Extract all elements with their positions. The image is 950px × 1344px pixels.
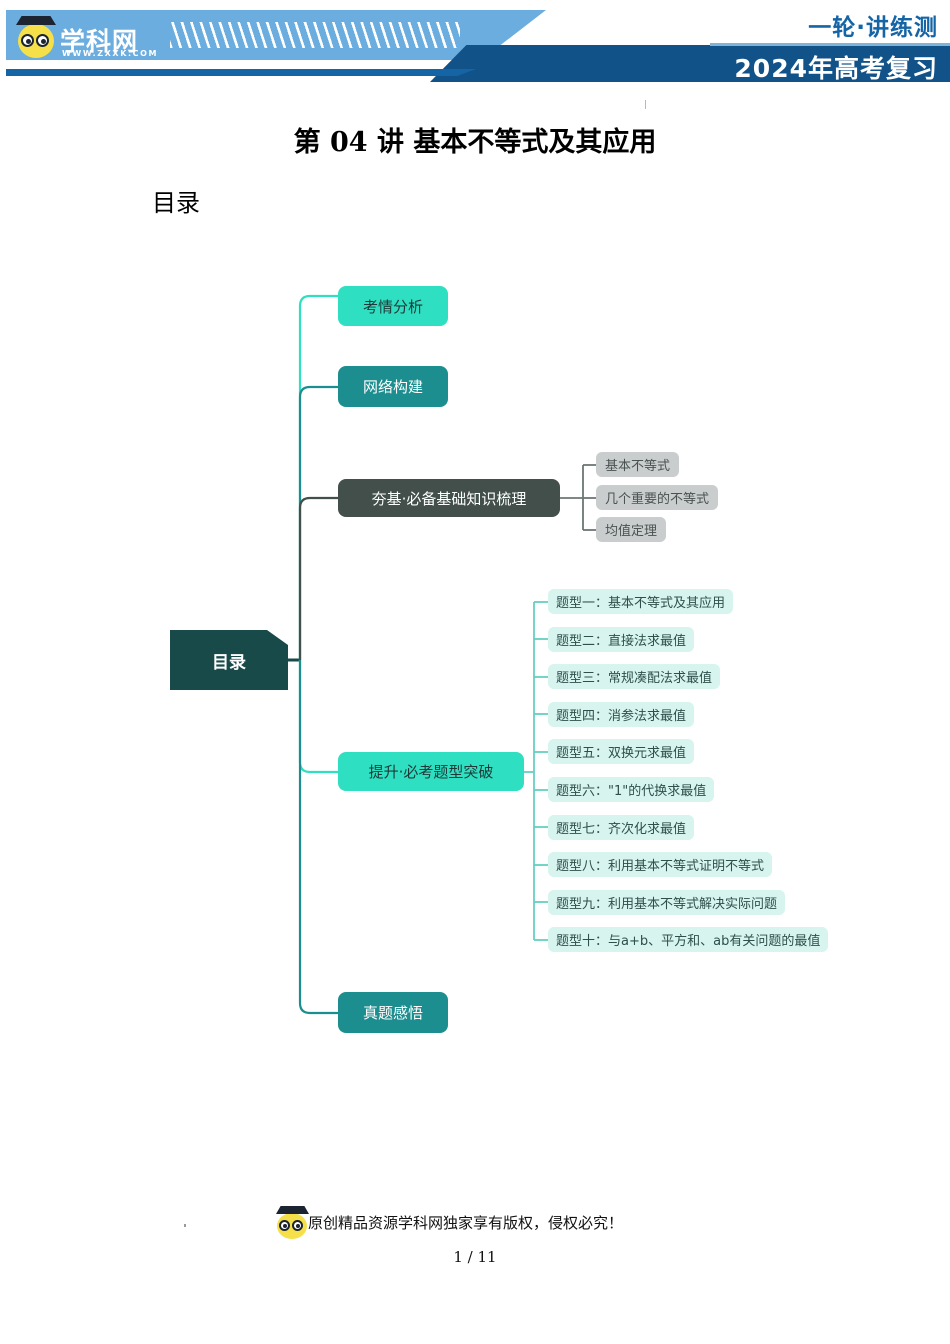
mindmap-node-wangluo-goujian[interactable]: 网络构建 <box>338 366 448 407</box>
subnode-label: 题型五：双换元求最值 <box>556 746 687 761</box>
subnode-label: 题型四：消参法求最值 <box>556 709 687 724</box>
mindmap-root-node[interactable]: 目录 <box>170 630 288 690</box>
node-label: 网络构建 <box>362 378 423 396</box>
mindmap-node-kaoqing-fenxi[interactable]: 考情分析 <box>338 286 448 326</box>
mindmap-subnode[interactable]: 题型八：利用基本不等式证明不等式 <box>548 852 773 877</box>
subnode-label: 题型六："1"的代换求最值 <box>556 784 707 799</box>
header-year-line: 2024年高考复习 <box>734 54 938 83</box>
header-dark-blue-band <box>430 45 950 82</box>
subnode-label: 题型九：利用基本不等式解决实际问题 <box>556 897 778 912</box>
header-stripe-pattern <box>170 22 460 48</box>
mindmap-subnode[interactable]: 题型二：直接法求最值 <box>548 627 695 652</box>
page-number: 1 / 11 <box>453 1248 497 1266</box>
mindmap-subnode[interactable]: 均值定理 <box>596 517 667 542</box>
page-header: 学科网 WWW.ZXXK.COM 一轮·讲练测 2024年高考复习 <box>0 0 950 85</box>
node-label: 夯基·必备基础知识梳理 <box>371 489 527 508</box>
page-tick-mark <box>645 100 646 109</box>
mindmap-subnode[interactable]: 题型九：利用基本不等式解决实际问题 <box>548 890 786 915</box>
mindmap-node-zhenti-ganwu[interactable]: 真题感悟 <box>338 992 448 1033</box>
subnode-label: 题型八：利用基本不等式证明不等式 <box>556 859 765 874</box>
mindmap-subnode[interactable]: 题型四：消参法求最值 <box>548 702 695 727</box>
logo-eye-right-icon <box>36 34 49 47</box>
mindmap-node-tisheng-tixing[interactable]: 提升·必考题型突破 <box>338 752 524 791</box>
footer-logo <box>276 1206 309 1239</box>
subnode-label: 题型七：齐次化求最值 <box>556 822 687 837</box>
footer-dot-mark <box>184 1224 186 1227</box>
mindmap-node-hangji-jichu[interactable]: 夯基·必备基础知识梳理 <box>338 479 560 517</box>
subnode-label: 题型三：常规凑配法求最值 <box>556 671 713 686</box>
toc-heading: 目录 <box>152 189 200 217</box>
mindmap-subnode[interactable]: 基本不等式 <box>596 452 680 477</box>
node-label: 真题感悟 <box>362 1004 423 1022</box>
mindmap-subnode[interactable]: 几个重要的不等式 <box>596 485 719 510</box>
mindmap-subnode[interactable]: 题型十：与a+b、平方和、ab有关问题的最值 <box>548 927 829 952</box>
logo-eye-left-icon <box>21 34 34 47</box>
mindmap-subnode[interactable]: 题型一：基本不等式及其应用 <box>548 589 734 614</box>
header-underline-bar <box>6 69 476 76</box>
footer-graduation-cap-icon <box>276 1206 309 1214</box>
footer-logo-eye-left-icon <box>279 1220 290 1231</box>
mindmap-root-label: 目录 <box>212 652 246 673</box>
brand-logo: 学科网 WWW.ZXXK.COM <box>16 14 168 60</box>
mindmap-subnode[interactable]: 题型三：常规凑配法求最值 <box>548 664 721 689</box>
footer-logo-eye-right-icon <box>292 1220 303 1231</box>
footer-copyright: 原创精品资源学科网独家享有版权，侵权必究！ <box>308 1214 624 1232</box>
header-tagline: 一轮·讲练测 <box>808 15 938 41</box>
header-thin-rule <box>710 43 950 46</box>
subnode-label: 题型二：直接法求最值 <box>556 634 687 649</box>
page-title: 第 04 讲 基本不等式及其应用 <box>293 127 657 158</box>
mindmap-subnode[interactable]: 题型七：齐次化求最值 <box>548 815 695 840</box>
brand-url: WWW.ZXXK.COM <box>62 49 159 58</box>
brand-name: 学科网 <box>60 27 139 56</box>
subnode-label: 题型十：与a+b、平方和、ab有关问题的最值 <box>556 934 821 949</box>
node-label: 考情分析 <box>362 297 423 316</box>
subnode-label: 基本不等式 <box>605 459 671 474</box>
mindmap-subnode[interactable]: 题型五：双换元求最值 <box>548 739 695 764</box>
subnode-label: 均值定理 <box>605 524 658 539</box>
graduation-cap-icon <box>16 16 56 25</box>
mindmap-subnode[interactable]: 题型六："1"的代换求最值 <box>548 777 715 802</box>
subnode-label: 题型一：基本不等式及其应用 <box>556 596 726 611</box>
subnode-label: 几个重要的不等式 <box>605 492 710 507</box>
node-label: 提升·必考题型突破 <box>368 763 494 781</box>
